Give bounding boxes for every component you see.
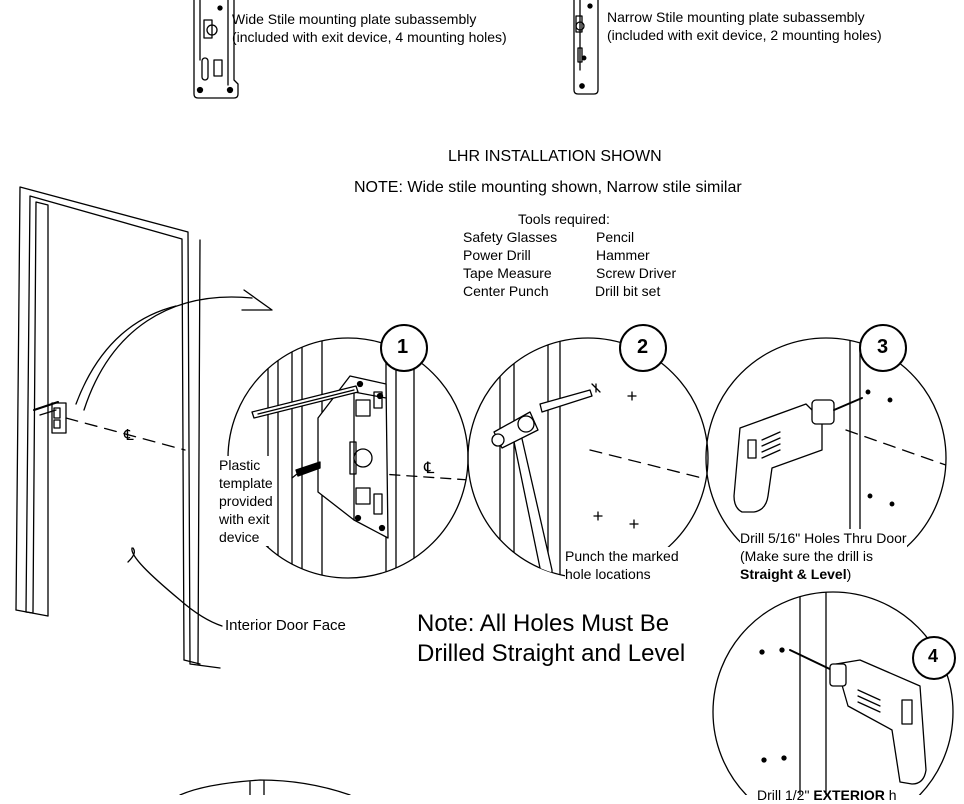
step-2-caption: Punch the marked hole locations [565, 547, 679, 583]
tool-item: Tape Measure [463, 265, 552, 281]
step-4-caption: Drill 1/2" EXTERIOR h [757, 786, 897, 804]
step-5-detail-partial [180, 780, 350, 795]
wide-plate-caption-line1: Wide Stile mounting plate subassembly [232, 11, 477, 27]
step-3-caption-line2: (Make sure the drill is [740, 548, 874, 564]
installation-heading: LHR INSTALLATION SHOWN [448, 148, 662, 165]
step-2-caption-line: hole locations [565, 566, 651, 582]
tool-item: Center Punch [463, 283, 549, 299]
tools-list-left: Safety Glasses Power Drill Tape Measure … [463, 228, 557, 300]
step-3-caption-close: ) [846, 566, 852, 582]
centerline-symbol-step1: ℄ [424, 460, 435, 477]
step-2-number: 2 [637, 336, 649, 358]
centerline-symbol-door: ℄ [124, 427, 134, 444]
step-1-caption-line: template [219, 475, 273, 491]
step-1-caption-line: provided [219, 493, 273, 509]
step-4-detail [713, 590, 955, 795]
door-drawing [16, 187, 272, 668]
tool-item: Safety Glasses [463, 229, 558, 245]
step-3-caption-line1: Drill 5/16" Holes Thru Door [740, 530, 907, 546]
step-1-caption-line: with exit [219, 511, 270, 527]
drilling-note-line: Note: All Holes Must Be [417, 610, 670, 637]
tool-item: Drill bit set [595, 283, 661, 299]
door-label: Interior Door Face [225, 617, 346, 634]
note-wide-stile: NOTE: Wide stile mounting shown, Narrow … [354, 179, 742, 196]
tool-item: Screw Driver [596, 265, 677, 281]
step-1-caption-line: Plastic [219, 457, 261, 473]
tools-title: Tools required: [518, 211, 610, 227]
step-1-detail [228, 325, 470, 590]
tool-item: Power Drill [463, 247, 531, 263]
wide-stile-plate-drawing [194, 0, 238, 98]
step-2-caption-line: Punch the marked [565, 548, 679, 564]
step-4-caption-pre: Drill 1/2" [757, 787, 814, 803]
step-3-caption: Drill 5/16" Holes Thru Door (Make sure t… [740, 529, 907, 583]
step-2-detail [468, 325, 710, 590]
step-1-number: 1 [397, 336, 409, 358]
drilling-note: Note: All Holes Must Be Drilled Straight… [417, 609, 685, 669]
drilling-note-line: Drilled Straight and Level [417, 640, 686, 667]
wide-plate-caption-line2: (included with exit device, 4 mounting h… [232, 29, 507, 45]
tools-list-right: Pencil Hammer Screw Driver Drill bit set [595, 228, 677, 300]
tool-item: Pencil [596, 229, 635, 245]
step-3-caption-line3: Straight & Level) [740, 565, 907, 583]
narrow-plate-caption-line1: Narrow Stile mounting plate subassembly [607, 9, 865, 25]
narrow-stile-plate-drawing [574, 0, 598, 94]
step-4-number: 4 [928, 646, 939, 666]
step-4-caption-post: h [884, 787, 897, 803]
tool-item: Hammer [596, 247, 650, 263]
step-1-caption-line: device [219, 529, 260, 545]
step-3-caption-bold: Straight & Level [740, 566, 847, 582]
step-1-caption: Plastic template provided with exit devi… [219, 456, 273, 546]
narrow-plate-caption-line2: (included with exit device, 2 mounting h… [607, 27, 882, 43]
step-3-number: 3 [877, 336, 889, 358]
step-4-caption-bold: EXTERIOR [813, 787, 885, 803]
